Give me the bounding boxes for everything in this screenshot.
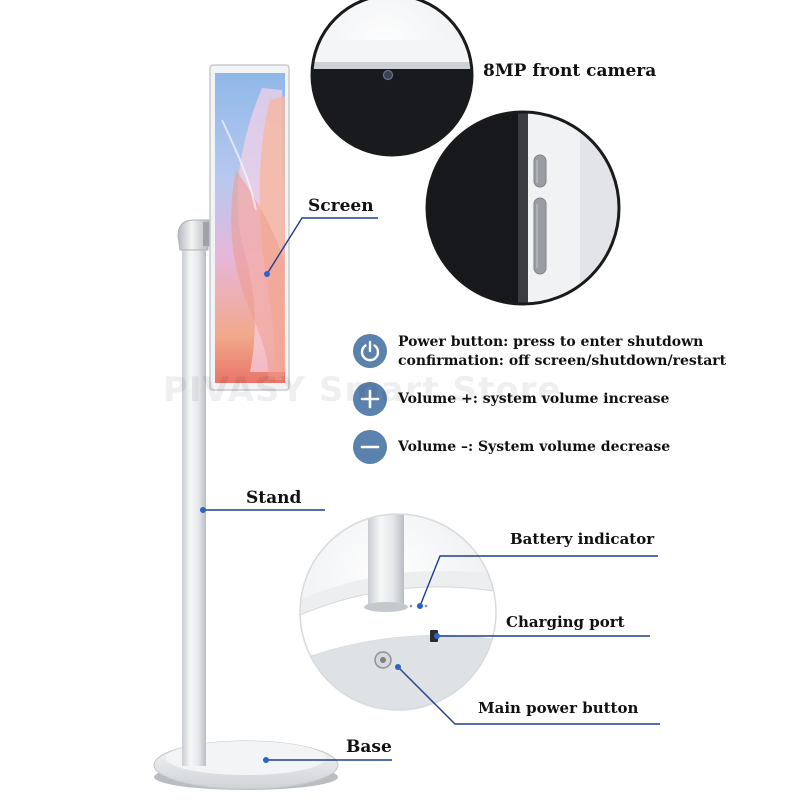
side-volume-rocker xyxy=(533,197,547,275)
minus-icon xyxy=(353,430,387,464)
side-power-key xyxy=(533,154,547,188)
power-description-line1: Power button: press to enter shutdown xyxy=(398,334,704,350)
power-icon xyxy=(353,334,387,368)
front-camera-lens xyxy=(382,69,394,81)
leader-main-power xyxy=(397,666,660,725)
zoom-pole xyxy=(368,514,404,607)
main-power-button-label: Main power button xyxy=(478,699,639,717)
power-description-line2: confirmation: off screen/shutdown/restar… xyxy=(398,353,727,369)
battery-indicator-label: Battery indicator xyxy=(510,530,655,548)
leader-dots xyxy=(200,271,440,763)
screen-label: Screen xyxy=(308,196,374,216)
volume-down-description: Volume –: System volume decrease xyxy=(398,439,671,455)
power-button-description: Power button: press to enter shutdown co… xyxy=(398,333,726,371)
zoom-side-buttons xyxy=(425,110,621,306)
stand-label: Stand xyxy=(246,488,302,508)
plus-icon xyxy=(353,382,387,416)
zoom-base-detail xyxy=(299,513,497,711)
base-label: Base xyxy=(346,737,392,757)
stand-pole xyxy=(182,238,206,766)
leader-battery xyxy=(419,555,658,607)
front-camera-label: 8MP front camera xyxy=(483,61,657,81)
leader-lines xyxy=(203,217,660,761)
volume-up-description: Volume +: system volume increase xyxy=(398,391,670,407)
charging-port-label: Charging port xyxy=(506,613,625,631)
stand-product xyxy=(153,64,339,790)
store-watermark: PIVASY Smart Store xyxy=(163,370,562,410)
leader-screen xyxy=(266,217,378,275)
